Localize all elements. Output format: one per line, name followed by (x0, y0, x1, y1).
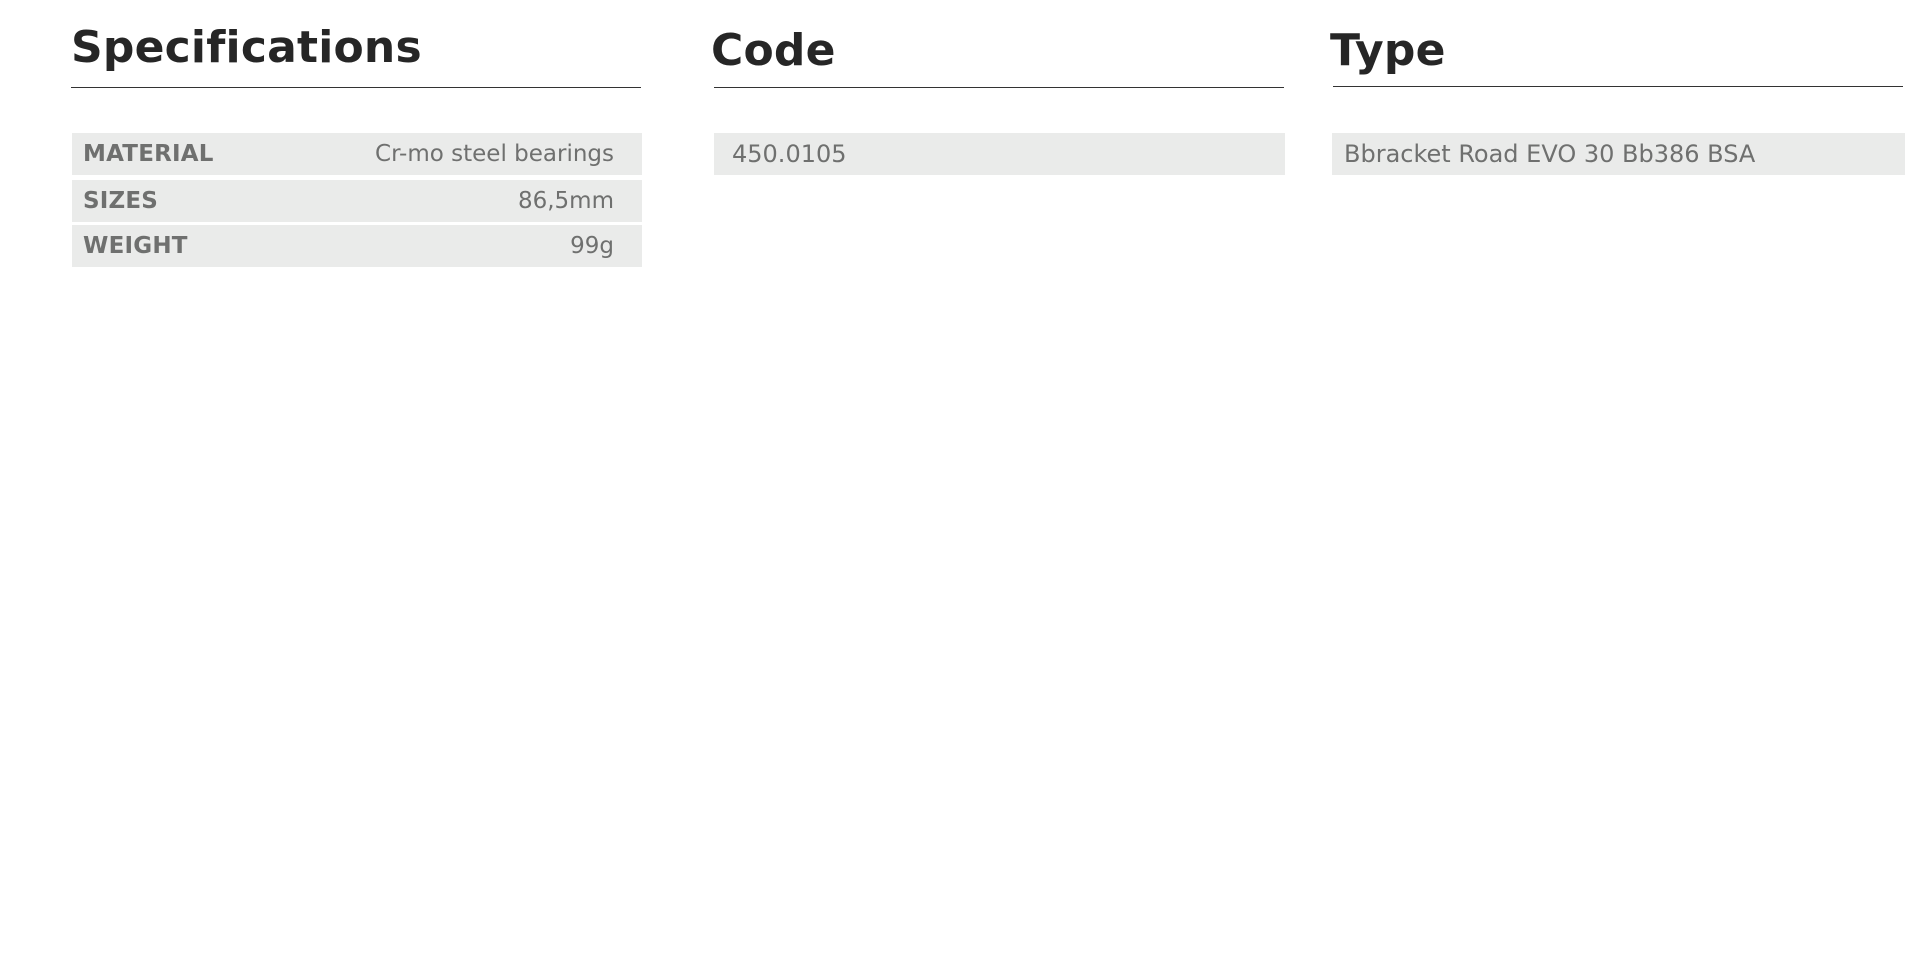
spec-label-sizes: SIZES (83, 188, 159, 214)
spec-row-sizes: SIZES 86,5mm (72, 180, 642, 222)
type-row: Bbracket Road EVO 30 Bb386 BSA (1332, 133, 1905, 175)
specifications-divider (71, 87, 641, 88)
code-row: 450.0105 (714, 133, 1285, 175)
type-heading: Type (1330, 25, 1446, 76)
spec-label-weight: WEIGHT (83, 233, 188, 259)
spec-label-material: MATERIAL (83, 141, 214, 167)
spec-row-material: MATERIAL Cr-mo steel bearings (72, 133, 642, 175)
spec-row-weight: WEIGHT 99g (72, 225, 642, 267)
spec-value-weight: 99g (570, 233, 614, 259)
type-divider (1333, 86, 1903, 87)
code-heading: Code (711, 25, 836, 76)
code-value: 450.0105 (732, 140, 847, 168)
spec-value-material: Cr-mo steel bearings (375, 141, 614, 167)
specifications-heading: Specifications (71, 22, 422, 73)
type-value: Bbracket Road EVO 30 Bb386 BSA (1344, 140, 1756, 168)
code-divider (714, 87, 1284, 88)
spec-value-sizes: 86,5mm (517, 188, 614, 214)
